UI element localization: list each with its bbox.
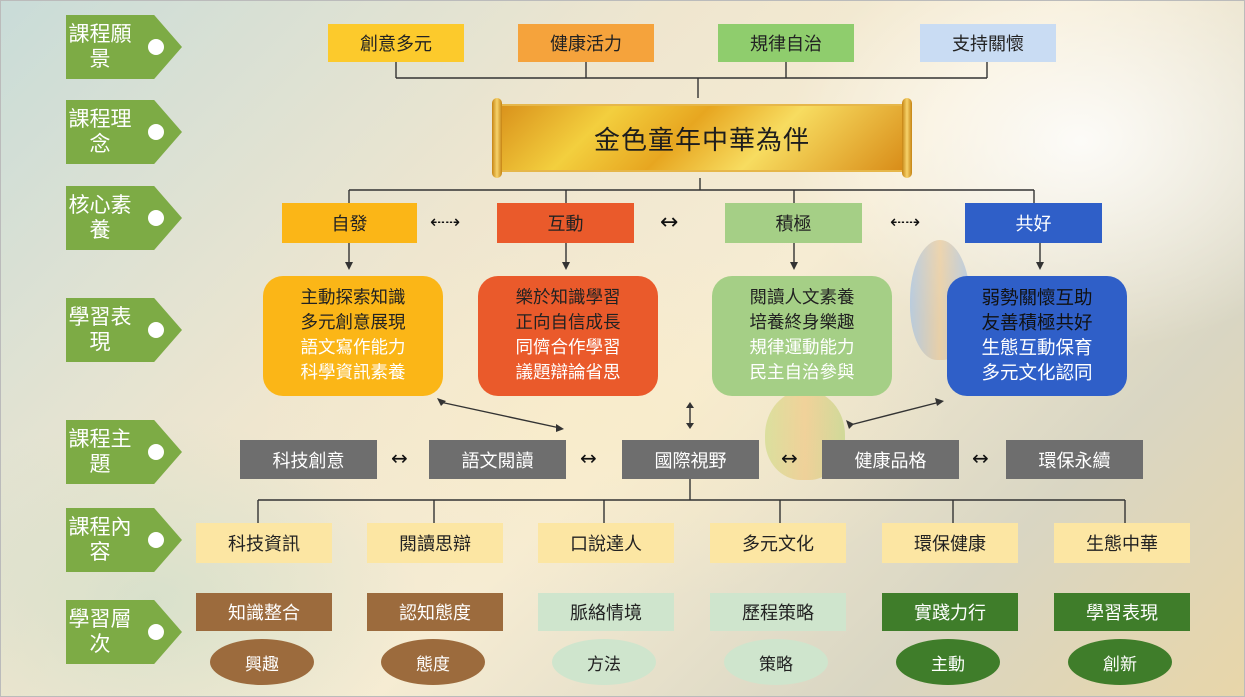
row-label-performance: 學習表現 — [66, 298, 182, 362]
scroll-roll-left — [492, 98, 502, 178]
core-box: 互動 — [497, 203, 634, 243]
theme-box: 語文閱讀 — [429, 440, 566, 479]
content-box: 閱讀思辯 — [367, 523, 503, 563]
content-box: 生態中華 — [1054, 523, 1190, 563]
level-oval: 態度 — [381, 639, 485, 685]
double-arrow-icon: ↔ — [972, 446, 989, 470]
double-arrow-icon: ↔ — [660, 210, 679, 235]
row-label-text: 課程願景 — [68, 22, 132, 71]
dot-icon — [148, 210, 164, 226]
performance-item: 正向自信成長 — [515, 313, 621, 333]
dashed-double-arrow-icon: ⇠⇢ — [430, 212, 461, 233]
level-oval: 方法 — [552, 639, 656, 685]
theme-box: 科技創意 — [240, 440, 377, 479]
row-label-text: 學習層次 — [68, 607, 132, 656]
performance-item: 弱勢關懷互助 — [981, 288, 1093, 309]
level-box: 歷程策略 — [710, 593, 846, 631]
core-box: 積極 — [725, 203, 862, 243]
performance-item: 同儕合作學習 — [515, 338, 621, 358]
level-box: 學習表現 — [1054, 593, 1190, 631]
dot-icon — [148, 39, 164, 55]
row-label-themes: 課程主題 — [66, 420, 182, 484]
row-label-vision: 課程願景 — [66, 15, 182, 79]
row-label-core: 核心素養 — [66, 186, 182, 250]
performance-box-3: 閱讀人文素養 培養終身樂趣 規律運動能力 民主自治參與 — [712, 276, 892, 396]
dot-icon — [148, 124, 164, 140]
row-label-text: 課程主題 — [68, 427, 132, 476]
vision-box: 支持關懷 — [920, 24, 1056, 62]
theme-box: 環保永續 — [1006, 440, 1143, 479]
double-arrow-icon: ↔ — [781, 446, 798, 470]
performance-item: 樂於知識學習 — [515, 288, 621, 308]
row-label-text: 課程內容 — [68, 515, 132, 564]
content-box: 科技資訊 — [196, 523, 332, 563]
performance-item: 生態互動保育 — [981, 338, 1093, 359]
level-box: 實踐力行 — [882, 593, 1018, 631]
content-box: 環保健康 — [882, 523, 1018, 563]
performance-item: 閱讀人文素養 — [749, 288, 855, 308]
theme-box: 國際視野 — [622, 440, 759, 479]
performance-item: 科學資訊素養 — [300, 363, 406, 383]
performance-item: 多元文化認同 — [981, 363, 1093, 384]
core-box: 自發 — [282, 203, 417, 243]
dot-icon — [148, 624, 164, 640]
performance-item: 語文寫作能力 — [300, 338, 406, 358]
level-oval: 興趣 — [210, 639, 314, 685]
performance-box-4: 弱勢關懷互助 友善積極共好 生態互動保育 多元文化認同 — [947, 276, 1127, 396]
performance-item: 主動探索知識 — [300, 288, 406, 308]
vision-box: 規律自治 — [718, 24, 854, 62]
performance-item: 培養終身樂趣 — [749, 313, 855, 333]
core-box: 共好 — [965, 203, 1102, 243]
vision-box: 健康活力 — [518, 24, 654, 62]
theme-box: 健康品格 — [822, 440, 959, 479]
row-label-levels: 學習層次 — [66, 600, 182, 664]
level-box: 知識整合 — [196, 593, 332, 631]
performance-item: 民主自治參與 — [749, 363, 855, 383]
performance-item: 友善積極共好 — [981, 313, 1093, 334]
content-box: 多元文化 — [710, 523, 846, 563]
double-arrow-icon: ↔ — [580, 446, 597, 470]
vision-box: 創意多元 — [328, 24, 464, 62]
scroll-roll-right — [902, 98, 912, 178]
performance-item: 多元創意展現 — [300, 313, 406, 333]
performance-item: 議題辯論省思 — [515, 363, 621, 383]
dot-icon — [148, 444, 164, 460]
dashed-double-arrow-icon: ⇠⇢ — [890, 212, 921, 233]
content-box: 口說達人 — [538, 523, 674, 563]
level-box: 脈絡情境 — [538, 593, 674, 631]
row-label-text: 核心素養 — [68, 193, 132, 242]
level-oval: 創新 — [1068, 639, 1172, 685]
dot-icon — [148, 322, 164, 338]
double-arrow-icon: ↔ — [391, 446, 408, 470]
performance-box-1: 主動探索知識 多元創意展現 語文寫作能力 科學資訊素養 — [263, 276, 443, 396]
philosophy-title: 金色童年中華為伴 — [593, 125, 810, 156]
dot-icon — [148, 532, 164, 548]
row-label-content: 課程內容 — [66, 508, 182, 572]
row-label-text: 學習表現 — [68, 305, 132, 354]
performance-box-2: 樂於知識學習 正向自信成長 同儕合作學習 議題辯論省思 — [478, 276, 658, 396]
level-oval: 主動 — [896, 639, 1000, 685]
level-box: 認知態度 — [367, 593, 503, 631]
scroll-body — [500, 104, 904, 172]
performance-item: 規律運動能力 — [749, 338, 855, 358]
row-label-philosophy: 課程理念 — [66, 100, 182, 164]
level-oval: 策略 — [724, 639, 828, 685]
row-label-text: 課程理念 — [68, 107, 132, 156]
philosophy-scroll: 金色童年中華為伴 — [492, 98, 912, 178]
